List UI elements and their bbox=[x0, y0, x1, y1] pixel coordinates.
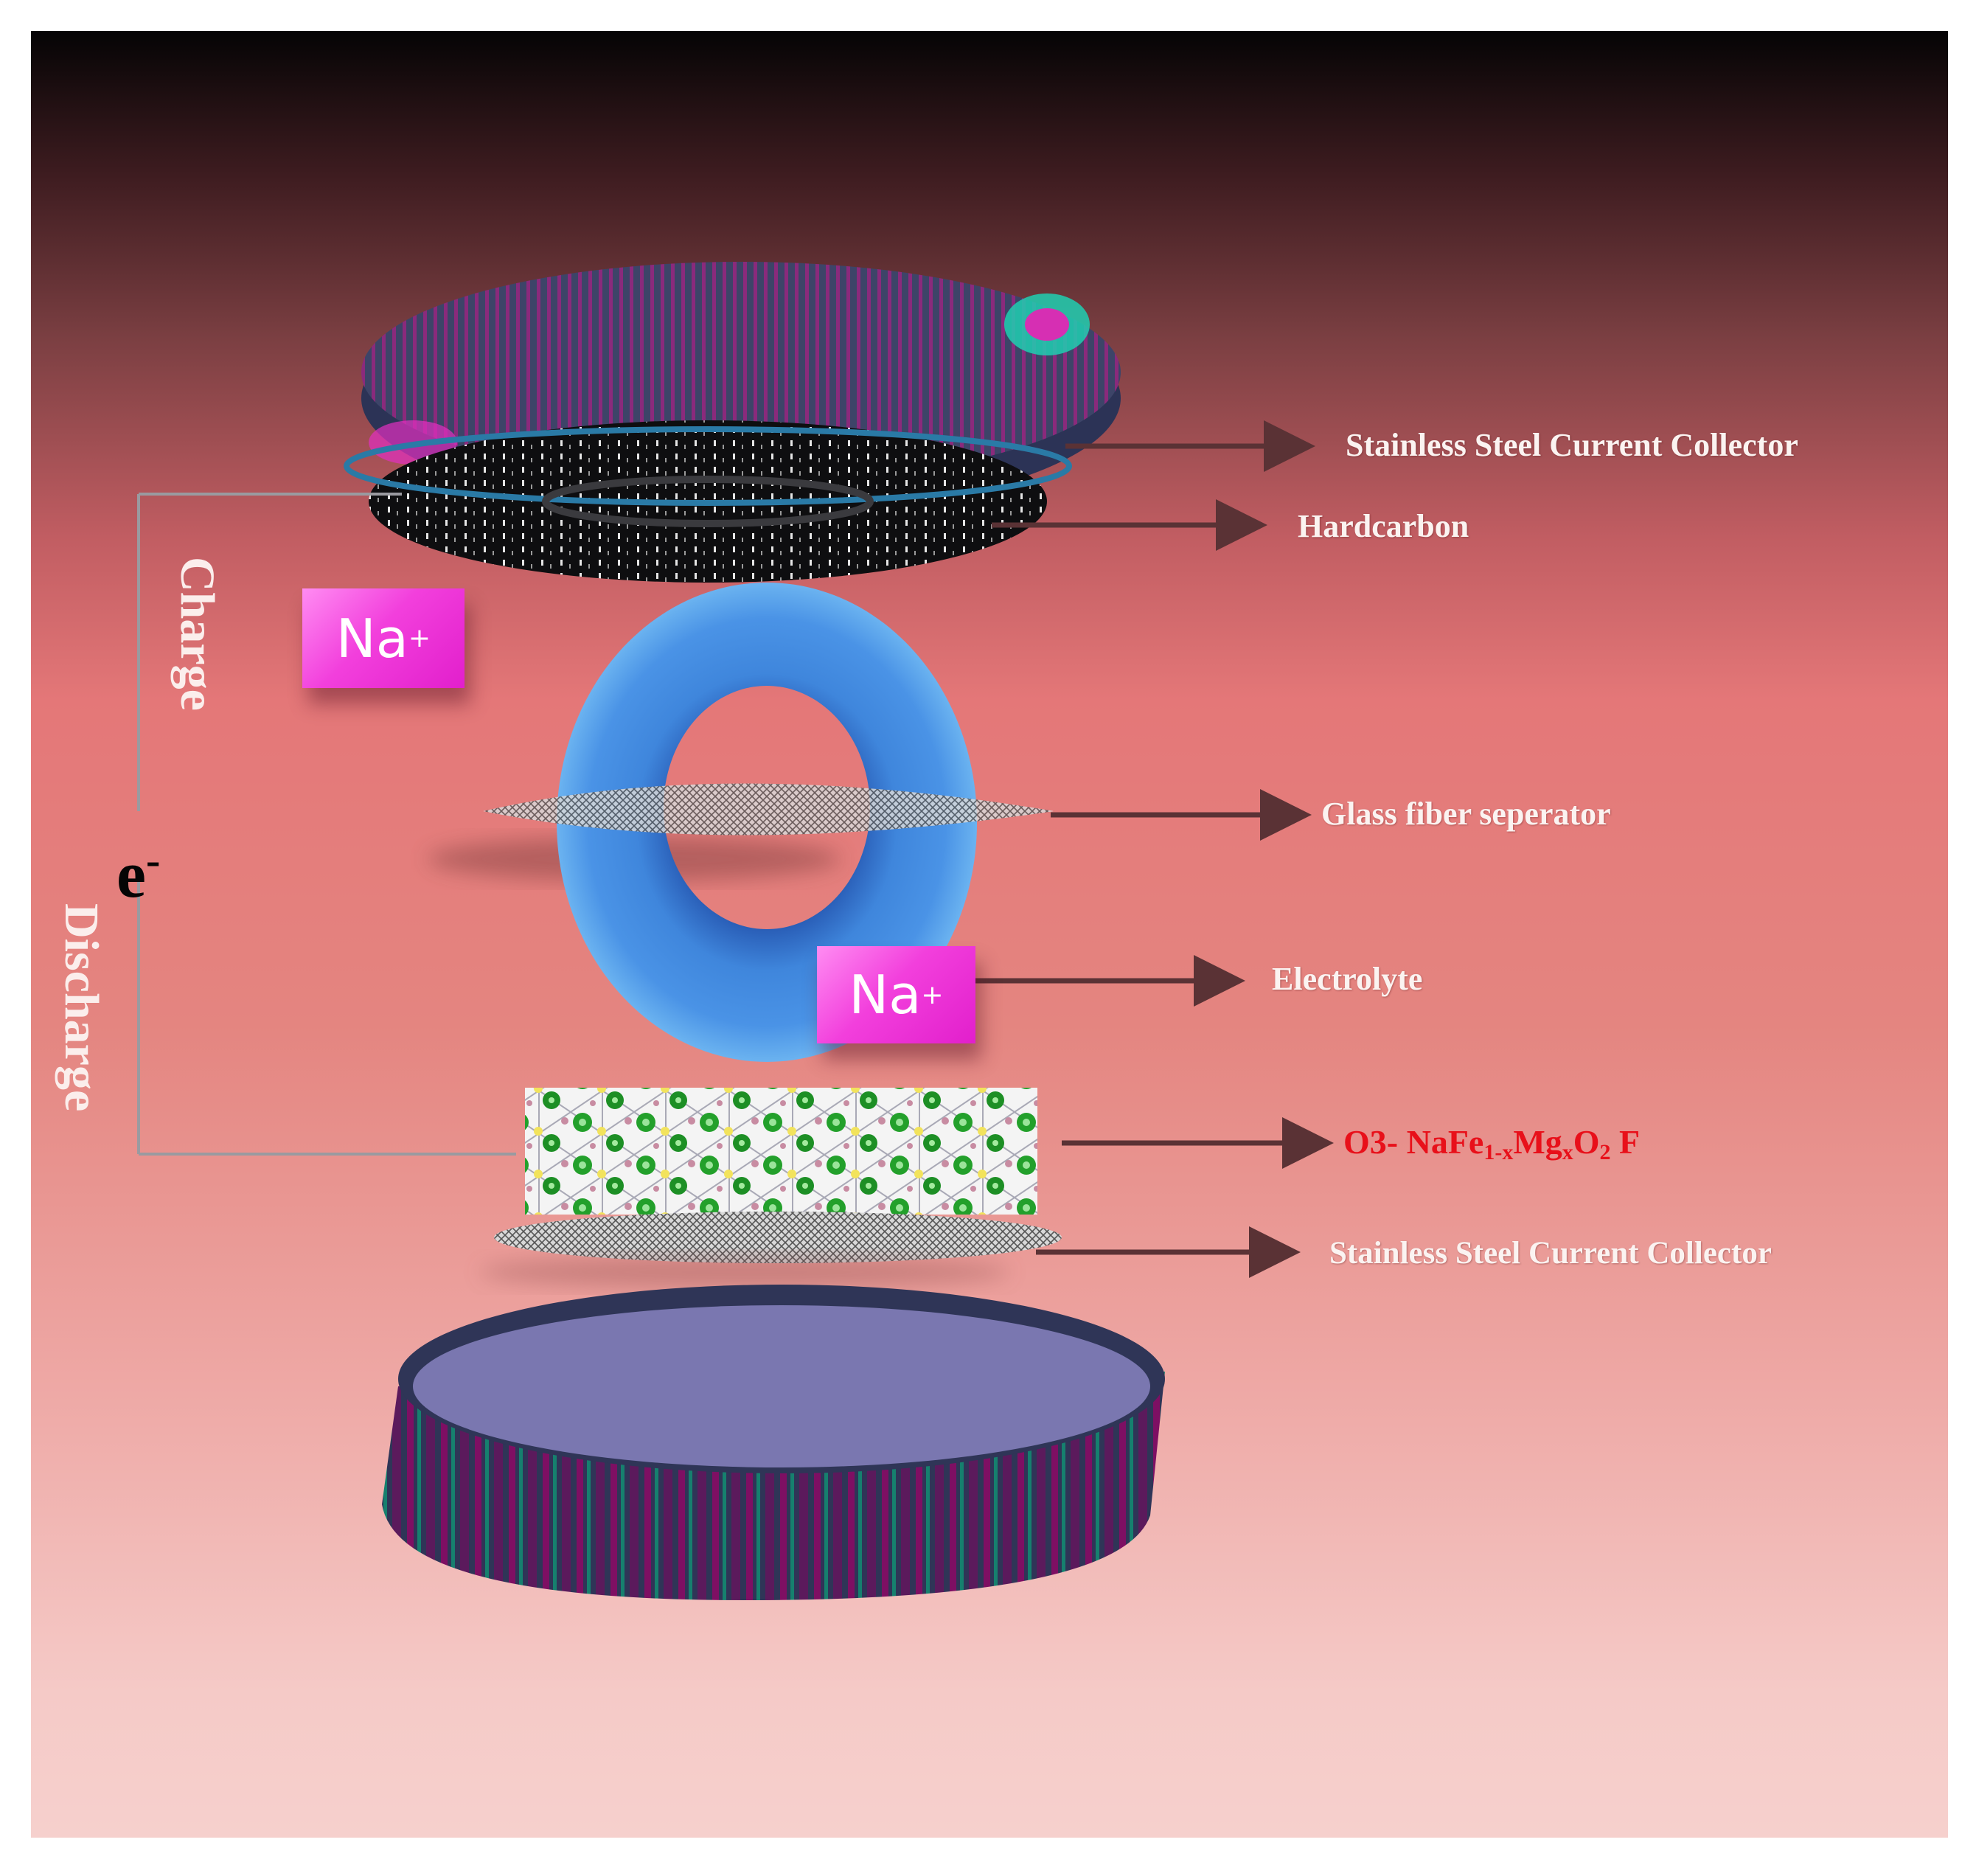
discharge-label: Discharge bbox=[55, 903, 108, 1112]
ion-sup: + bbox=[921, 979, 944, 1010]
glass-fiber-separator bbox=[483, 783, 1054, 835]
label-arrows bbox=[973, 420, 1334, 1278]
hardcarbon-disk bbox=[344, 420, 1072, 583]
cathode-mid: Mg bbox=[1513, 1123, 1562, 1161]
cathode-sub1: 1-x bbox=[1483, 1140, 1514, 1164]
label-hardcarbon: Hardcarbon bbox=[1298, 508, 1469, 544]
charge-label: Charge bbox=[170, 557, 224, 711]
bottom-collector-shadow bbox=[479, 1256, 1010, 1288]
electron-label: e- bbox=[116, 839, 160, 909]
electron-sup: - bbox=[145, 836, 161, 884]
cathode-o: O bbox=[1573, 1123, 1600, 1161]
sodium-ion-badge-bottom: Na+ bbox=[817, 946, 975, 1043]
bottom-collector-mesh bbox=[494, 1212, 1062, 1263]
label-cathode-formula: O3- NaFe1-xMgxO2 F bbox=[1343, 1122, 1640, 1165]
circuit-bracket bbox=[137, 493, 516, 1156]
cathode-sub3: 2 bbox=[1599, 1140, 1611, 1164]
cathode-suffix: F bbox=[1610, 1123, 1641, 1161]
cathode-prefix: O3- NaFe bbox=[1343, 1123, 1484, 1161]
ion-base: Na bbox=[849, 964, 922, 1026]
label-bottom-current-collector: Stainless Steel Current Collector bbox=[1329, 1236, 1772, 1271]
electrolyte-ring bbox=[557, 583, 978, 1062]
cathode-crystal-slab bbox=[525, 1088, 1037, 1215]
cathode-sub2: x bbox=[1562, 1140, 1573, 1164]
ion-base: Na bbox=[335, 607, 408, 670]
label-top-current-collector: Stainless Steel Current Collector bbox=[1346, 427, 1798, 463]
sodium-ion-badge-top: Na+ bbox=[302, 588, 465, 688]
ion-sup: + bbox=[408, 623, 431, 653]
electron-base: e bbox=[116, 838, 146, 911]
bottom-cap bbox=[382, 1285, 1165, 1600]
label-electrolyte: Electrolyte bbox=[1272, 961, 1423, 997]
label-glass-fiber-separator: Glass fiber seperator bbox=[1321, 796, 1611, 832]
